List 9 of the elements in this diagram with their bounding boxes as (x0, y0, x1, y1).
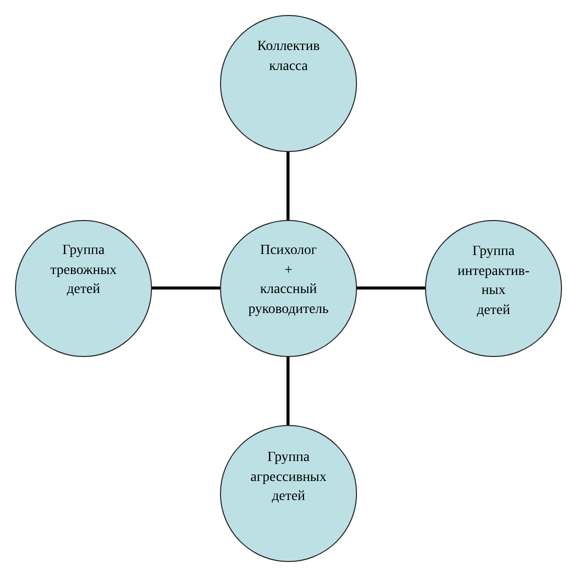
connector-line (286, 151, 290, 220)
node-label: Группа агрессивных детей (250, 449, 326, 506)
connector-line (286, 356, 290, 425)
connector-line (356, 286, 425, 290)
node-label: Коллектив класса (257, 38, 320, 76)
node-label: Группа интерактив- ных детей (457, 243, 530, 320)
node-label: Психолог + классный руководитель (248, 242, 329, 318)
connector-line (151, 286, 220, 290)
node-label: Группа тревожных детей (50, 242, 117, 299)
